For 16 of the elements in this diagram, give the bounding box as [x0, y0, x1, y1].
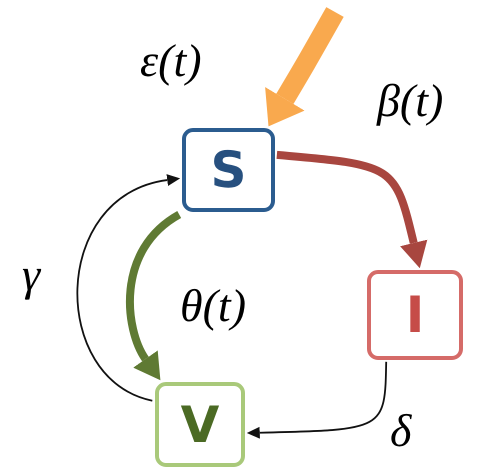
- arrow: [265, 7, 344, 126]
- state-letter: V: [180, 400, 220, 450]
- arrow: [76, 174, 180, 402]
- susceptible-box: [182, 128, 275, 212]
- infected-box: [367, 270, 463, 360]
- vaccinated-box: [155, 382, 245, 467]
- rate-label: θ(t): [180, 283, 246, 329]
- state-letter: S: [210, 145, 246, 195]
- arrow: [246, 362, 388, 439]
- state-letter: I: [406, 290, 424, 340]
- rate-label: γ: [22, 252, 40, 298]
- rate-label: β(t): [377, 78, 444, 124]
- arrow: [126, 211, 182, 382]
- arrow: [276, 150, 428, 268]
- rate-label: δ: [390, 408, 412, 454]
- rate-label: ε(t): [140, 38, 202, 84]
